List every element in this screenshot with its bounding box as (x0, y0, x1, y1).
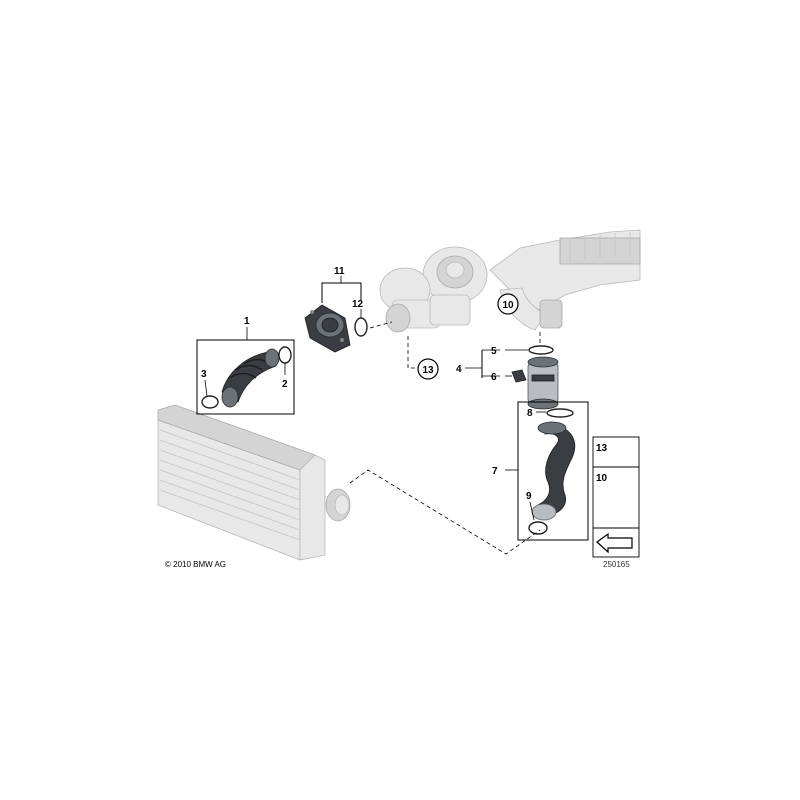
group-11-bracket (321, 282, 362, 303)
callout-11: 11 (334, 266, 345, 277)
callout-5: 5 (491, 346, 497, 357)
legend-label-10: 10 (596, 473, 608, 484)
arrow-icon (596, 532, 633, 554)
callout-4: 4 (456, 364, 462, 375)
copyright-text: © 2010 BMW AG (165, 560, 226, 569)
exhaust-manifold-illustration (489, 229, 641, 331)
turbocharger-illustration (379, 246, 488, 333)
fastener-legend-panel (592, 436, 640, 558)
part-12-o-ring (354, 317, 368, 337)
group-1-box (196, 339, 295, 415)
callout-1: 1 (244, 316, 250, 327)
legend-label-13: 13 (596, 443, 608, 454)
callout-3: 3 (201, 369, 207, 380)
part-3-o-ring (201, 395, 219, 409)
callout-7: 7 (492, 466, 498, 477)
callout-8: 8 (527, 408, 533, 419)
callout-6: 6 (491, 372, 497, 383)
connection-route (349, 469, 541, 555)
part-1-charge-air-hose (221, 348, 280, 408)
callout-13-circled: 13 (422, 365, 434, 376)
group-7-box (517, 401, 589, 541)
part-9-o-ring (528, 521, 548, 535)
callout-12: 12 (352, 299, 364, 310)
part-2-o-ring (278, 346, 292, 364)
part-5-o-ring (528, 345, 554, 355)
callout-13-circle (417, 358, 439, 380)
part-6-clip (511, 369, 527, 383)
part-8-o-ring (546, 408, 574, 418)
callout-9: 9 (526, 491, 532, 502)
callout-10-circle (497, 293, 519, 315)
callout-2: 2 (282, 379, 288, 390)
part-7-charge-air-line (531, 421, 576, 521)
intercooler-illustration (157, 404, 351, 561)
diagram-id: 250165 (603, 560, 630, 569)
part-4-charge-air-pipe (527, 356, 559, 410)
part-11-charge-air-housing (304, 304, 351, 353)
callout-10-circled: 10 (502, 300, 514, 311)
